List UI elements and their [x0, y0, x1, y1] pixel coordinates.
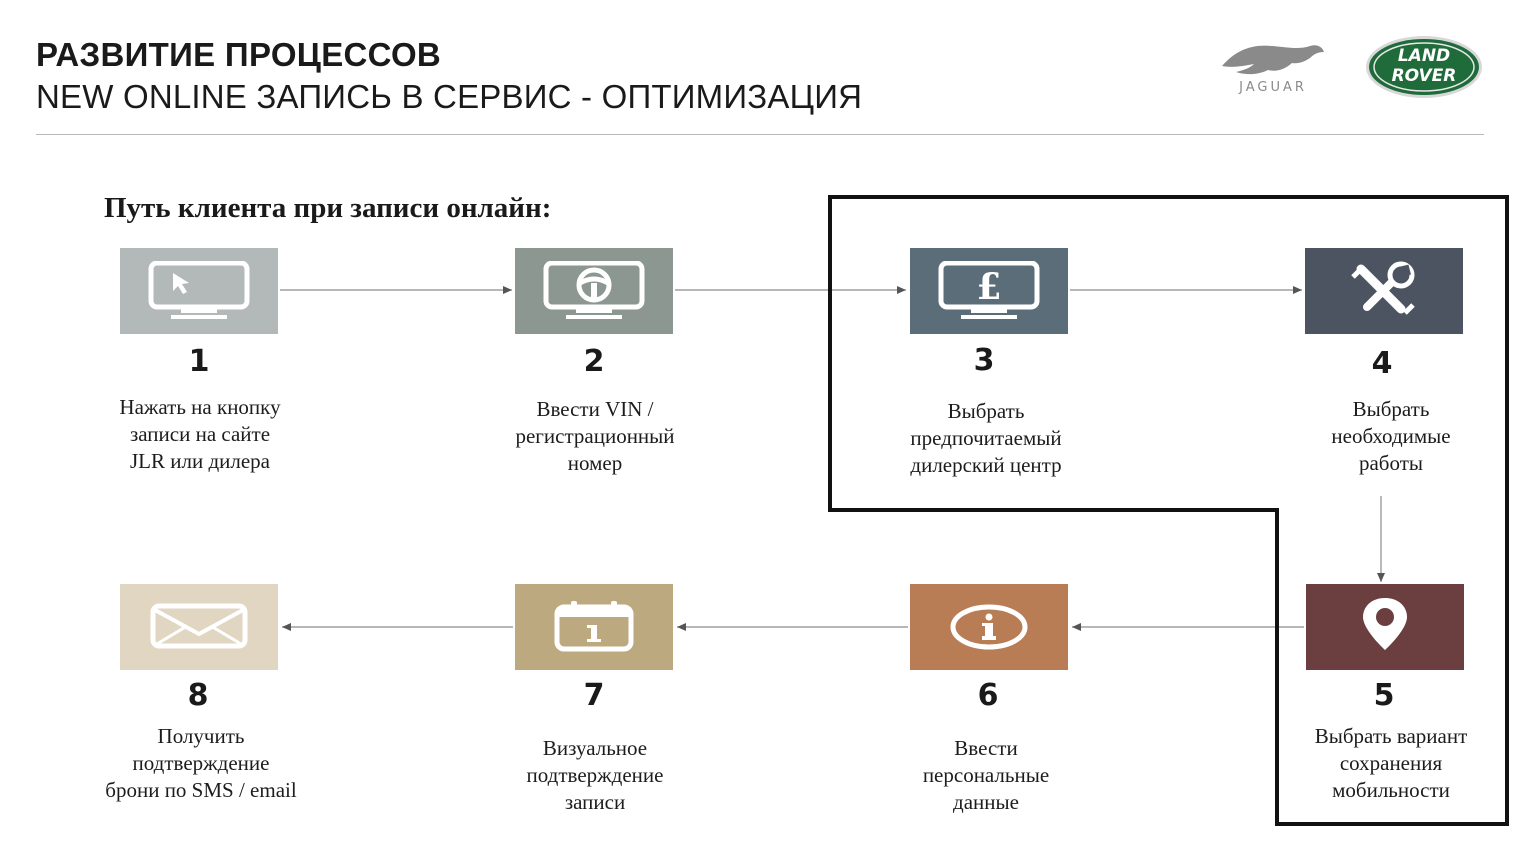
jaguar-logo: JAGUAR [1208, 36, 1338, 98]
step-1-number: 1 [188, 344, 210, 379]
step-3-tile: £ [910, 248, 1068, 334]
step-3-label: Выбрать предпочитаемый дилерский центр [910, 399, 1062, 477]
location-pin-icon [1363, 598, 1407, 650]
step-1-tile [120, 248, 278, 334]
info-icon [950, 604, 1028, 650]
monitor-cursor-icon [148, 261, 250, 319]
landrover-wordmark-line2: ROVER [1391, 66, 1457, 86]
step-6-number: 6 [977, 678, 999, 713]
page-subtitle: NEW ONLINE ЗАПИСЬ В СЕРВИС - ОПТИМИЗАЦИЯ [36, 78, 863, 115]
step-8-label: Получить подтверждение брони по SMS / em… [105, 724, 297, 802]
jaguar-wordmark: JAGUAR [1239, 80, 1307, 95]
journey-title: Путь клиента при записи онлайн: [104, 192, 552, 224]
step-8-number: 8 [187, 678, 209, 713]
highlight-frame [828, 195, 1509, 826]
step-4-label: Выбрать необходимые работы [1331, 397, 1451, 475]
step-5-number: 5 [1373, 678, 1395, 713]
step-5-tile [1306, 584, 1464, 670]
step-4-number: 4 [1371, 346, 1393, 381]
landrover-wordmark-line1: LAND [1397, 46, 1451, 66]
monitor-steering-wheel-icon [543, 261, 645, 319]
monitor-pound-icon: £ [938, 261, 1040, 319]
step-7-number: 7 [583, 678, 605, 713]
envelope-icon [150, 603, 248, 649]
page-title: РАЗВИТИЕ ПРОЦЕССОВ [36, 36, 442, 73]
step-5-label: Выбрать вариант сохранения мобильности [1314, 724, 1468, 802]
step-4-tile [1305, 248, 1463, 334]
step-7-label: Визуальное подтверждение записи [526, 736, 664, 814]
step-2-label: Ввести VIN / регистрационный номер [515, 397, 675, 475]
step-8-tile [120, 584, 278, 670]
step-6-label: Ввести персональные данные [922, 736, 1050, 814]
step-2-tile [515, 248, 673, 334]
jaguar-leaper-icon [1222, 45, 1324, 75]
step-2-number: 2 [583, 344, 605, 379]
landrover-logo: LAND ROVER [1364, 34, 1484, 100]
calendar-icon [554, 601, 634, 652]
step-6-tile [910, 584, 1068, 670]
svg-text:£: £ [976, 266, 1001, 308]
header-divider [36, 134, 1484, 135]
step-3-number: 3 [973, 343, 995, 378]
step-7-tile [515, 584, 673, 670]
step-1-label: Нажать на кнопку записи на сайте JLR или… [119, 395, 281, 473]
tools-icon [1351, 261, 1415, 315]
